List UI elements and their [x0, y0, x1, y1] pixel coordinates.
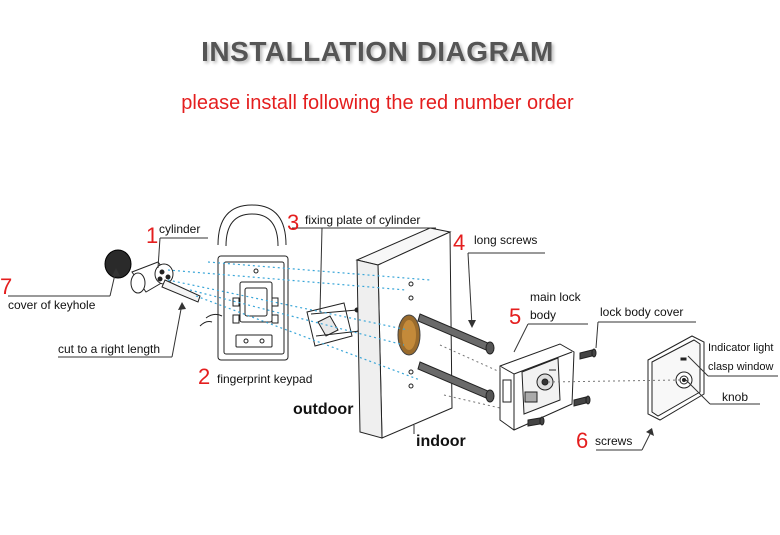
small-screws [527, 348, 597, 427]
long-screws [417, 313, 495, 403]
lock-body-cover [647, 335, 705, 421]
leader-lines [8, 227, 778, 451]
alignment-guides [167, 261, 431, 381]
step-4-number: 4 [453, 230, 466, 255]
diagram-title: INSTALLATION DIAGRAM [201, 36, 554, 67]
clasp-window-label: clasp window [708, 361, 774, 373]
cylinder [130, 261, 201, 303]
step-7-label: cover of keyhole [8, 298, 96, 312]
outdoor-label: outdoor [293, 401, 354, 418]
keyhole-cover [104, 249, 132, 279]
step-5-number: 5 [509, 304, 522, 329]
alignment-guides-gray [439, 344, 681, 409]
indoor-label: indoor [416, 433, 466, 450]
step-5-label-line1: main lock [530, 290, 581, 304]
cut-length-label: cut to a right length [58, 342, 161, 356]
step-6-label: screws [595, 434, 633, 448]
step-6-number: 6 [576, 428, 589, 453]
lock-body-cover-label: lock body cover [600, 305, 684, 319]
step-4-label: long screws [474, 233, 538, 247]
step-2-label: fingerprint keypad [217, 372, 313, 386]
leader-arrowheads [112, 268, 654, 436]
diagram-subtitle: please install following the red number … [181, 92, 574, 114]
step-1-label: cylinder [159, 222, 201, 236]
knob-label: knob [722, 390, 749, 404]
step-3-number: 3 [287, 210, 300, 235]
fixing-plate [306, 302, 363, 347]
step-2-number: 2 [198, 364, 211, 389]
step-5-label-line2: body [530, 308, 557, 322]
fingerprint-keypad [199, 204, 289, 361]
step-3-label: fixing plate of cylinder [305, 213, 421, 227]
door [355, 227, 453, 439]
indicator-light-label: Indicator light [708, 342, 774, 354]
main-lock-body [499, 343, 575, 431]
step-1-number: 1 [146, 223, 159, 248]
step-7-number: 7 [0, 274, 13, 299]
